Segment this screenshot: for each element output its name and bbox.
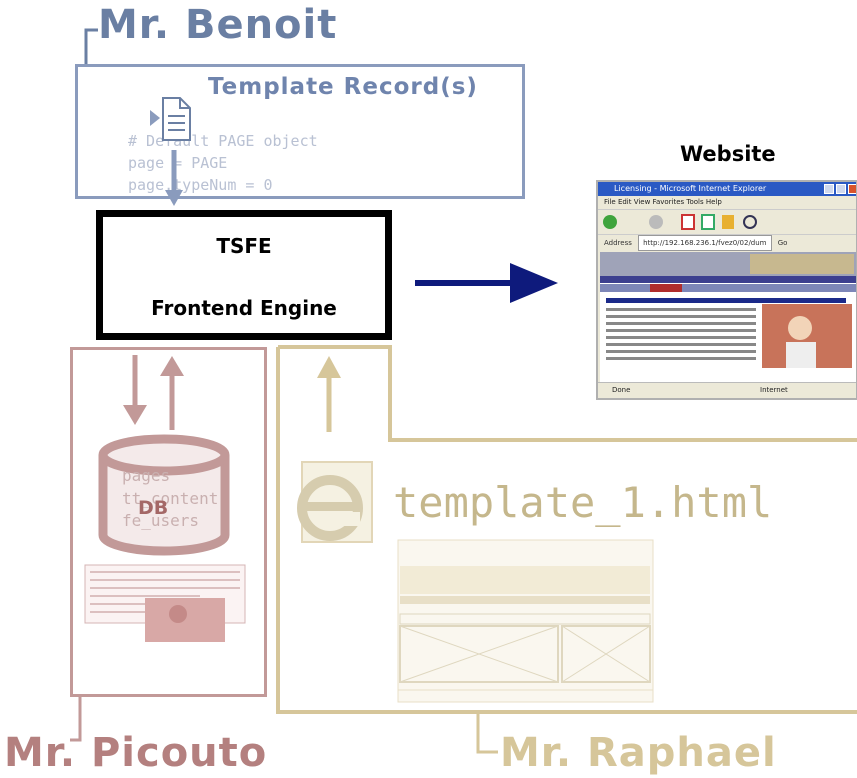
raphael-bracket-line — [476, 712, 498, 754]
person-raphael-label: Mr. Raphael — [500, 730, 777, 776]
db-section-box — [70, 347, 267, 697]
toolbar-icons — [603, 214, 757, 230]
close-icon — [848, 184, 856, 194]
browser-titlebar: Licensing - Microsoft Internet Explorer — [598, 182, 856, 196]
person-picouto-label: Mr. Picouto — [4, 730, 268, 776]
database-icon — [98, 434, 230, 556]
browser-screenshot: Licensing - Microsoft Internet Explorer … — [596, 180, 857, 400]
raphael-section-frame — [278, 347, 857, 717]
address-url: http://192.168.236.1/fvez0/02/dum — [638, 235, 772, 251]
db-table-fe-users: fe_users — [122, 511, 200, 530]
raphael-frame-top — [278, 345, 857, 442]
arrow-db-to-engine — [160, 356, 184, 430]
code-line-3: page.typeNum = 0 — [128, 176, 273, 194]
engine-subtitle: Frontend Engine — [151, 296, 337, 320]
document-icon — [150, 97, 191, 141]
browser-statusbar: Done Internet — [598, 382, 856, 398]
html-file-icon — [297, 461, 373, 543]
template-preview — [397, 539, 654, 703]
engine-title: TSFE — [216, 234, 272, 258]
arrow-engine-to-db — [123, 355, 147, 425]
arrow-records-to-engine — [165, 150, 183, 206]
raphael-frame-bottom — [276, 347, 857, 714]
status-done: Done — [612, 386, 631, 394]
status-zone: Internet — [760, 386, 788, 394]
website-label: Website — [680, 142, 776, 166]
template-records-box — [75, 64, 525, 199]
arrow-template-to-engine — [317, 356, 341, 432]
template-records-title: Template Record(s) — [208, 74, 478, 100]
go-button: Go — [777, 239, 788, 247]
code-line-2: page = PAGE — [128, 154, 228, 172]
page-content-graphic — [600, 252, 856, 368]
browser-toolbar — [598, 209, 856, 234]
db-label: DB — [138, 497, 169, 519]
browser-menubar: File Edit View Favorites Tools Help — [604, 198, 722, 206]
minimize-icon — [824, 184, 834, 194]
db-table-pages: pages — [122, 466, 171, 485]
person-benoit-label: Mr. Benoit — [98, 2, 338, 48]
maximize-icon — [836, 184, 846, 194]
template-file-name: template_1.html — [393, 478, 773, 527]
browser-addressbar: Address http://192.168.236.1/fvez0/02/du… — [598, 234, 856, 251]
arrow-engine-to-website — [415, 263, 558, 303]
benoit-bracket-line — [84, 28, 98, 64]
frontend-engine-box — [96, 210, 392, 340]
db-page-thumbnail — [84, 564, 246, 642]
picouto-bracket-line — [70, 697, 82, 742]
address-label: Address — [604, 239, 632, 247]
browser-page-content — [600, 252, 856, 384]
db-table-tt-content: tt_content — [122, 489, 219, 508]
